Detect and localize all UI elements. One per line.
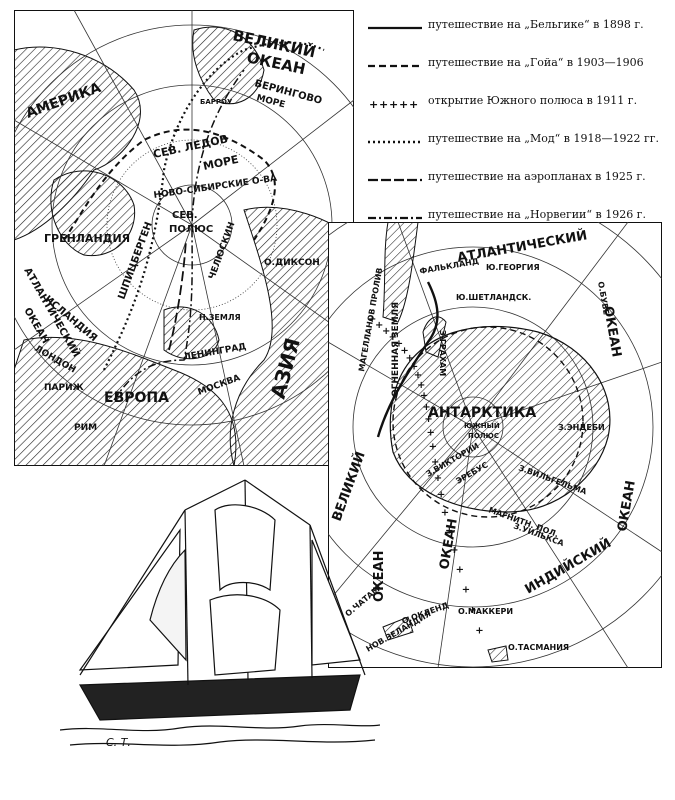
artist-signature: С. Т. <box>106 736 131 749</box>
legend-item-crosses: +++++открытие Южного полюса в 1911 г. <box>368 94 668 132</box>
label-south-pole-1: ЮЖНЫЙ <box>464 421 500 430</box>
ship-sail-main <box>214 504 276 592</box>
land-tasmania <box>487 645 509 663</box>
route-cross-mark: + <box>431 457 439 468</box>
legend-label: путешествие на „Бельгике“ в 1898 г. <box>428 18 644 31</box>
land-south-america <box>382 222 419 323</box>
route-gjoa-dashed <box>63 128 276 241</box>
label-macquarie: О.МАККЕРИ <box>458 607 513 616</box>
route-cross-mark: + <box>414 370 422 381</box>
legend-item-solid: путешествие на „Бельгике“ в 1898 г. <box>368 18 668 56</box>
label-europe: ЕВРОПА <box>104 390 169 406</box>
land-europe <box>14 336 237 466</box>
legend-label: путешествие на аэропланах в 1925 г. <box>428 170 646 183</box>
antarctic-map: +++++++++++++++++++++++++ АТЛАНТИЧЕСКИЙО… <box>328 222 662 668</box>
ship-hull <box>78 674 361 721</box>
legend-line-dotted <box>368 140 422 144</box>
ship-illustration <box>60 479 380 746</box>
route-cross-mark: + <box>400 346 408 357</box>
legend-line-dashlong <box>368 178 422 182</box>
ship-mast-fore <box>184 509 189 686</box>
sea-waves <box>60 723 380 746</box>
route-cross-mark: + <box>420 390 428 401</box>
legend-item-dotted: путешествие на „Мод“ в 1918—1922 гг. <box>368 132 668 170</box>
route-cross-mark: + <box>441 507 449 518</box>
route-amundsen-crosses: +++++++++++++++++++++++++ <box>368 314 484 637</box>
route-cross-mark: + <box>395 339 403 350</box>
ship-sail-mizzen <box>311 539 361 666</box>
route-belgica <box>376 281 439 438</box>
legend-line-crosses: +++++ <box>369 98 418 110</box>
land-antarctica <box>389 325 611 513</box>
label-ocean-left: ОКЕАН <box>372 551 387 603</box>
legend-item-dashdot: путешествие на „Норвегии“ в 1926 г. <box>368 208 668 246</box>
label-tasmania: О.ТАСМАНИЯ <box>508 643 569 652</box>
route-norge-dashdot <box>113 69 245 401</box>
route-cross-mark: + <box>382 326 390 337</box>
label-pole-1: СЕВ. <box>172 210 198 221</box>
label-barrow: БАРРОУ <box>200 98 233 106</box>
svg-text:+: + <box>379 98 388 110</box>
route-cross-mark: + <box>422 402 430 413</box>
route-cross-mark: + <box>417 380 425 391</box>
route-cross-mark: + <box>405 353 413 364</box>
route-cross-mark: + <box>424 414 432 425</box>
route-cross-mark: + <box>410 361 418 372</box>
legend-label: путешествие на „Гойа“ в 1903—1906 <box>428 56 644 69</box>
legend-label: открытие Южного полюса в 1911 г. <box>428 94 638 107</box>
svg-text:+: + <box>389 98 398 110</box>
land-scandinavia <box>163 306 220 360</box>
route-cross-mark: + <box>427 427 435 438</box>
legend-line-dashdot <box>368 216 422 220</box>
label-s-georgia: Ю.ГЕОРГИЯ <box>486 263 540 272</box>
ship-sail-fore <box>149 548 187 662</box>
land-new-zealand <box>382 616 414 641</box>
svg-text:+: + <box>399 98 408 110</box>
route-cross-mark: + <box>450 545 458 556</box>
route-cross-mark: + <box>437 490 445 501</box>
legend-line-solid <box>368 26 422 30</box>
label-dickson: О.ДИКСОН <box>264 258 320 268</box>
label-greenland: ГРЕНЛАНДИЯ <box>44 232 130 245</box>
label-enderby: З.ЭНДЕБИ <box>558 423 605 432</box>
label-graham: З.ГРАХАМ <box>438 330 447 376</box>
label-shetland: Ю.ШЕТЛАНДСК. <box>456 293 531 302</box>
route-cross-mark: + <box>389 332 397 343</box>
label-pole-2: ПОЛЮС <box>169 224 213 235</box>
route-cross-mark: + <box>375 320 383 331</box>
legend-line-dashed <box>368 64 422 68</box>
legend-item-dashlong: путешествие на аэропланах в 1925 г. <box>368 170 668 208</box>
route-cross-mark: + <box>456 564 464 575</box>
route-cross-mark: + <box>468 605 476 616</box>
label-antarctica: АНТАРКТИКА <box>428 405 536 421</box>
route-aeroplane <box>168 239 187 351</box>
label-rome: РИМ <box>74 423 97 433</box>
label-south-pole-2: ПОЛЮС <box>468 432 499 440</box>
land-alaska <box>192 26 265 105</box>
route-cross-mark: + <box>429 442 437 453</box>
route-cross-mark: + <box>462 584 470 595</box>
route-cross-mark: + <box>475 626 483 637</box>
route-maud-dotted <box>103 41 325 371</box>
label-tierra: ОГНЕННАЯ ЗЕМЛЯ <box>391 302 401 397</box>
svg-text:+: + <box>369 98 378 110</box>
route-cross-mark: + <box>434 473 442 484</box>
label-novaya-zemlya: Н.ЗЕМЛЯ <box>199 313 241 322</box>
legend-label: путешествие на „Норвегии“ в 1926 г. <box>428 208 646 221</box>
map-legend: путешествие на „Бельгике“ в 1898 г. путеш… <box>368 18 668 246</box>
label-paris: ПАРИЖ <box>44 383 84 393</box>
svg-text:+: + <box>409 98 418 110</box>
route-cross-mark: + <box>368 314 376 325</box>
ship-sail-main-lower <box>209 594 281 676</box>
route-cross-mark: + <box>445 526 453 537</box>
arctic-map: ВЕЛИКИЙОКЕАНБЕРИНГОВОМОРЕБАРРОУАМЕРИКАСЕ… <box>14 10 354 466</box>
legend-item-dashed: путешествие на „Гойа“ в 1903—1906 <box>368 56 668 94</box>
legend-label: путешествие на „Мод“ в 1918—1922 гг. <box>428 132 659 145</box>
